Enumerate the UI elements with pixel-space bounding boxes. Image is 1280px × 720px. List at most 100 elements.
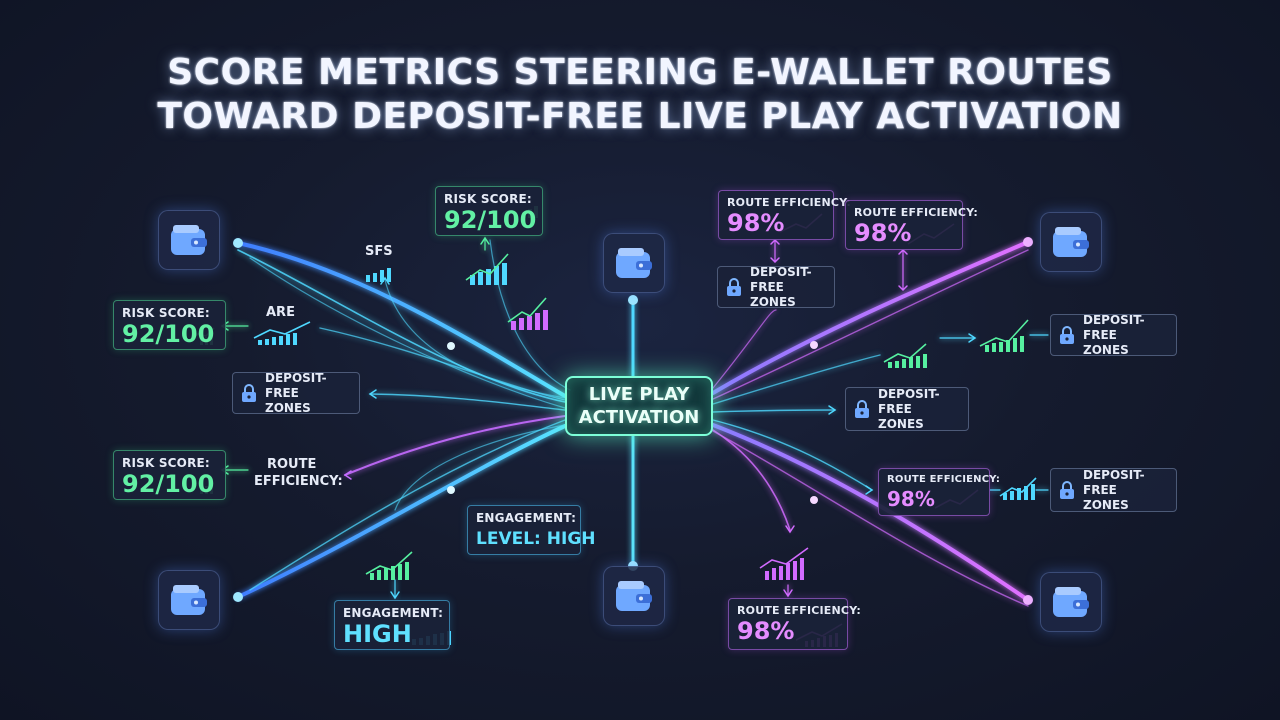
- sfs-label: SFS: [365, 244, 393, 259]
- dfz-line-1: DEPOSIT-FREE: [878, 386, 940, 416]
- risk-score-value: 92/100: [122, 470, 215, 498]
- route-line: [237, 249, 566, 403]
- route-line: [712, 249, 1029, 400]
- mini-trend-line: [759, 547, 809, 569]
- arrowhead: [783, 589, 793, 598]
- mini-bar: [999, 342, 1003, 352]
- mini-bar: [366, 275, 370, 282]
- wallet-icon[interactable]: [603, 566, 665, 626]
- mini-bar: [370, 573, 374, 580]
- wallet-icon[interactable]: [1040, 212, 1102, 272]
- risk-score-card: RISK SCORE: 92/100: [113, 300, 226, 350]
- mini-bar: [535, 313, 540, 330]
- mini-bar: [486, 269, 491, 285]
- mini-bar: [391, 566, 395, 580]
- risk-score-value: 92/100: [122, 320, 215, 348]
- route-node: [810, 496, 818, 504]
- mini-bar: [793, 561, 797, 580]
- mini-bar: [478, 272, 483, 285]
- mini-bar: [380, 270, 384, 282]
- mini-bar: [1006, 340, 1010, 352]
- mini-bar: [373, 273, 377, 282]
- mini-bar: [916, 356, 920, 368]
- dfz-line-2: ZONES: [1083, 342, 1129, 357]
- route-line: [344, 415, 566, 476]
- mini-bar: [398, 564, 402, 580]
- route-line: [712, 429, 791, 531]
- wallet-icon[interactable]: [158, 210, 220, 270]
- lock-icon: [727, 278, 741, 296]
- route-line: [712, 409, 836, 413]
- route-efficiency-value: 98%: [854, 219, 912, 247]
- mini-bar: [1017, 488, 1021, 500]
- title-line-1: SCORE METRICS STEERING E-WALLET ROUTES: [167, 52, 1113, 93]
- mini-bar: [405, 562, 409, 580]
- arrowhead: [785, 525, 795, 534]
- arrowhead: [828, 405, 837, 415]
- route-line: [712, 354, 881, 405]
- mini-bar: [786, 563, 790, 580]
- mini-bar: [800, 558, 804, 580]
- mini-bar: [772, 568, 776, 580]
- mini-bar: [985, 345, 989, 352]
- risk-score-label: RISK SCORE:: [122, 456, 210, 470]
- mini-bar: [888, 362, 892, 368]
- mini-bar: [377, 570, 381, 580]
- route-efficiency-value: 98%: [727, 209, 785, 237]
- route-nodes: [233, 237, 1033, 605]
- mini-bar: [494, 266, 499, 285]
- engagement-label: ENGAGEMENT:: [343, 606, 444, 620]
- mini-bar: [286, 334, 290, 345]
- arrowhead: [390, 591, 400, 600]
- wallet-icon[interactable]: [603, 233, 665, 293]
- route-efficiency-value: 98%: [737, 617, 795, 645]
- mini-bar: [387, 268, 391, 282]
- engagement-value: LEVEL: HIGH: [476, 529, 596, 549]
- risk-score-label: RISK SCORE:: [444, 192, 532, 206]
- mini-bar: [279, 336, 283, 345]
- dfz-line-2: ZONES: [750, 294, 796, 309]
- risk-score-label: RISK SCORE:: [122, 306, 210, 320]
- hub-line-2: ACTIVATION: [578, 407, 700, 428]
- route-line: [369, 393, 566, 411]
- route-line: [249, 419, 566, 591]
- lock-icon: [242, 384, 256, 402]
- live-play-activation-hub[interactable]: LIVE PLAY ACTIVATION: [565, 376, 713, 436]
- mini-bar: [909, 357, 913, 368]
- route-line: [394, 424, 566, 511]
- mini-bar: [543, 310, 548, 330]
- route-line: [249, 257, 566, 409]
- route-efficiency-value: 98%: [887, 487, 935, 511]
- mini-bar: [527, 316, 532, 330]
- mini-bar: [1031, 484, 1035, 500]
- mini-bar: [779, 566, 783, 580]
- mini-bar: [293, 333, 297, 345]
- lock-icon: [855, 400, 869, 418]
- are-label: ARE: [266, 305, 295, 320]
- wallet-icon[interactable]: [158, 570, 220, 630]
- engagement-card: ENGAGEMENT: HIGH: [334, 600, 450, 650]
- arrowhead: [898, 285, 908, 292]
- route-node: [1023, 237, 1033, 247]
- dfz-line-1: DEPOSIT-FREE: [265, 370, 327, 400]
- route-line: [711, 240, 1030, 395]
- mini-trend-line: [465, 253, 509, 281]
- mini-bar: [1003, 493, 1007, 500]
- mini-trend-line: [253, 321, 311, 339]
- risk-score-card: RISK SCORE: 92/100: [435, 186, 543, 236]
- route-efficiency-card: ROUTE EFFICIENCY: 98%: [728, 598, 862, 650]
- engagement-card: ENGAGEMENT: LEVEL: HIGH: [467, 505, 596, 555]
- arrowhead: [368, 389, 377, 399]
- route-node: [233, 238, 243, 248]
- route-efficiency-label: ROUTE EFFICIENCY:: [737, 604, 862, 617]
- mini-bar: [765, 571, 769, 580]
- mini-bar: [265, 339, 269, 345]
- wallet-icon[interactable]: [1040, 572, 1102, 632]
- route-efficiency-label: ROUTE EFFICIENCY:: [727, 196, 852, 209]
- mini-bar: [1013, 338, 1017, 352]
